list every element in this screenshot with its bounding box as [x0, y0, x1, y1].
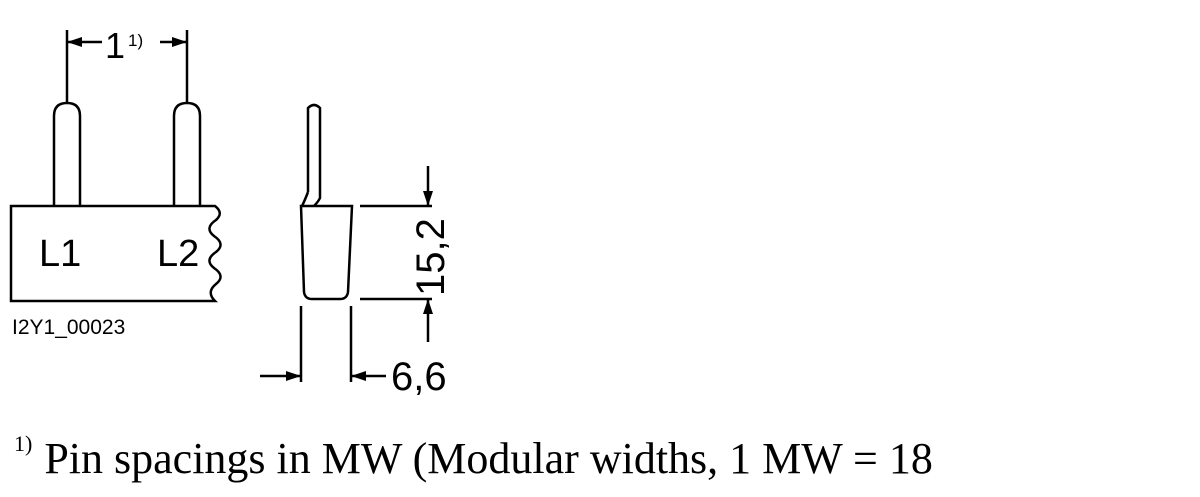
side-body-profile [299, 204, 354, 301]
terminal-label-l2: L2 [157, 233, 199, 275]
pin-l1 [52, 101, 82, 206]
width-arrowhead-right [351, 371, 366, 381]
pin-spacing-footnote-ref: 1) [128, 31, 143, 50]
height-arrowhead-top [423, 191, 433, 206]
front-view [9, 30, 222, 303]
terminal-label-l1: L1 [39, 233, 81, 275]
busbar-body [9, 204, 222, 303]
footnote-text: Pin spacings in MW (Modular widths, 1 MW… [44, 434, 933, 483]
height-dimension-label: 15,2 [409, 218, 453, 296]
width-arrowhead-left [286, 371, 301, 381]
footnote: 1) Pin spacings in MW (Modular widths, 1 … [14, 414, 1200, 489]
height-arrowhead-bottom [423, 299, 433, 314]
spacing-arrowhead-left [67, 37, 82, 47]
side-pin-profile [300, 103, 322, 207]
side-view [260, 103, 433, 382]
width-dimension-label: 6,6 [391, 355, 447, 399]
footnote-marker: 1) [14, 431, 33, 456]
drawing-id: I2Y1_00023 [12, 316, 125, 339]
spacing-arrowhead-right [172, 37, 187, 47]
busbar-drawing: 1 1) L1 L2 I2Y1_00023 15,2 6,6 [9, 25, 453, 399]
pin-spacing-label: 1 [105, 25, 125, 66]
pin-l2 [172, 101, 202, 206]
